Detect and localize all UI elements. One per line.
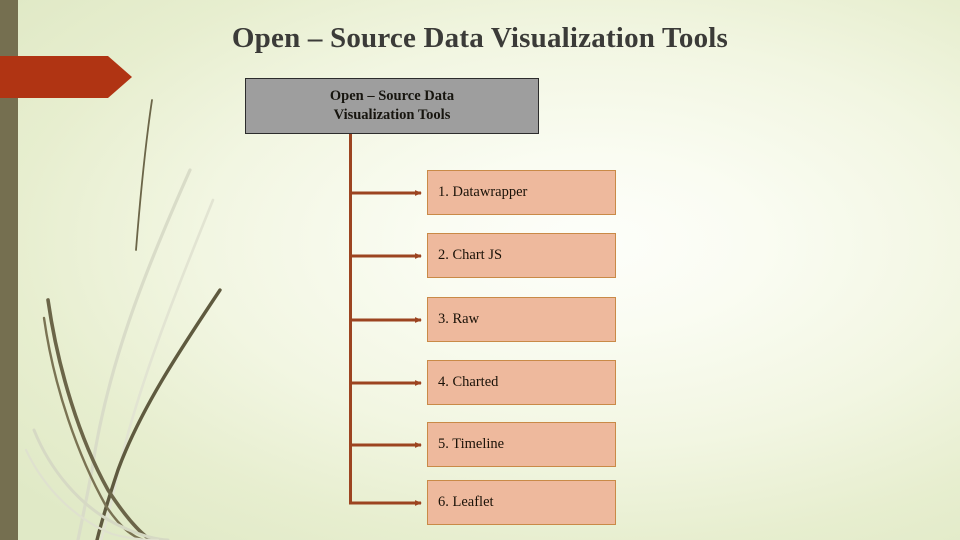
root-node: Open – Source Data Visualization Tools: [245, 78, 539, 134]
leaf-node-2[interactable]: 2. Chart JS: [427, 233, 616, 278]
leaf-node-5-label: 5. Timeline: [438, 436, 505, 453]
leaf-node-6[interactable]: 6. Leaflet: [427, 480, 616, 525]
leaf-node-2-label: 2. Chart JS: [438, 247, 503, 264]
left-olive-band: [0, 0, 18, 540]
leaf-node-6-label: 6. Leaflet: [438, 494, 494, 511]
leaf-node-1[interactable]: 1. Datawrapper: [427, 170, 616, 215]
red-arrow-banner: [0, 56, 132, 98]
leaf-node-3-label: 3. Raw: [438, 311, 480, 328]
leaf-node-5[interactable]: 5. Timeline: [427, 422, 616, 467]
leaf-node-1-label: 1. Datawrapper: [438, 184, 528, 201]
root-node-label-line1: Open – Source Data: [329, 87, 455, 104]
leaf-node-3[interactable]: 3. Raw: [427, 297, 616, 342]
leaf-node-4[interactable]: 4. Charted: [427, 360, 616, 405]
page-title: Open – Source Data Visualization Tools: [231, 22, 729, 54]
root-node-label-line2: Visualization Tools: [333, 107, 451, 123]
leaf-node-4-label: 4. Charted: [438, 374, 499, 391]
